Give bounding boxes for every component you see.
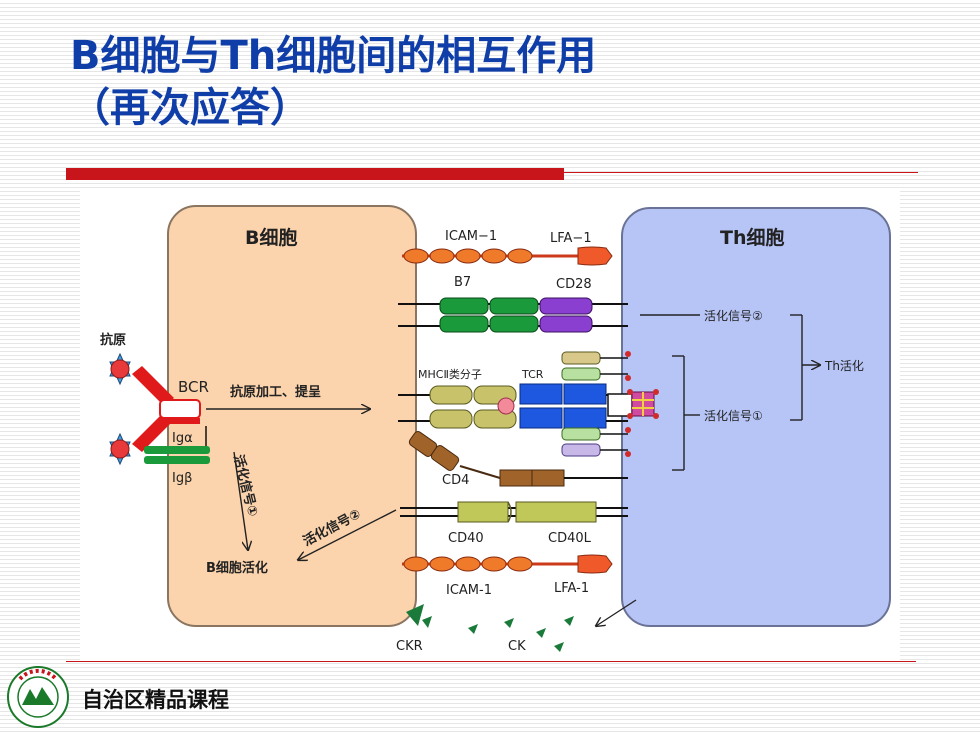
cd40-molecule [457,501,509,523]
tcr-molecule [519,383,628,429]
b7-molecule [439,297,489,315]
cd4-molecule [408,431,628,487]
mhc-label: MHCⅡ类分子 [418,367,482,381]
b-activation-label: B细胞活化 [206,560,268,576]
university-seal-icon [7,666,69,728]
mhc-ii-molecule [429,385,517,429]
ig-alpha-beta [144,426,210,464]
cd28-label: CD28 [556,277,592,292]
ckr-label: CKR [396,639,423,654]
ig-beta-label: Igβ [172,471,192,486]
antigen-label: 抗原 [100,332,126,348]
icam1-top-label: ICAM−1 [445,229,497,244]
th-cell-label: Th细胞 [720,226,785,249]
b7-label: B7 [454,275,471,290]
cell-interaction-diagram: B细胞 Th细胞 ICAM−1 LFA−1 B7 CD28 活化信号② Th活化… [100,205,891,654]
ig-alpha-label: Igα [172,431,193,446]
title-underline-bar [66,168,564,180]
th-cell [621,207,891,627]
b7-cd28-pair [398,297,628,333]
cytokines [468,616,574,652]
th-signal-1-label: 活化信号① [704,409,763,423]
title-line-2: （再次应答） [70,85,310,131]
cd40-label: CD40 [448,531,484,546]
antigen-bottom [109,432,131,466]
title-line-1: B细胞与Th细胞间的相互作用 [70,33,597,79]
cd3-complex [561,351,659,457]
icam1-lfa1-bottom [402,554,613,574]
cd40l-label: CD40L [548,531,592,546]
cd4-label: CD4 [442,473,469,488]
tcr-label: TCR [521,368,544,381]
title-underline-thin [564,172,918,173]
bcr-receptor [132,366,201,452]
icam1-bottom-label: ICAM-1 [446,583,492,598]
cd40-cd40l-pair [400,501,628,523]
ck-label: CK [508,639,526,654]
antigen-processing-label: 抗原加工、提呈 [230,384,321,400]
lfa1-bottom-label: LFA-1 [554,581,589,596]
slide-title: B细胞与Th细胞间的相互作用 （再次应答） [70,30,596,134]
b-cell-label: B细胞 [245,226,297,249]
cytokine-receptor [406,604,432,628]
lfa1-top-label: LFA−1 [550,231,592,246]
footer-rule [66,661,916,662]
th-signal-2-label: 活化信号② [704,309,763,323]
cd40l-molecule [515,501,597,523]
antigen-top [109,352,131,386]
bcr-label: BCR [178,378,209,396]
cd28-molecule [539,297,593,315]
diagram-panel: B细胞 Th细胞 ICAM−1 LFA−1 B7 CD28 活化信号② Th活化… [80,188,900,660]
course-label: 自治区精品课程 [82,688,229,712]
icam1-lfa1-top [402,246,613,266]
th-activation-label: Th活化 [824,359,864,373]
